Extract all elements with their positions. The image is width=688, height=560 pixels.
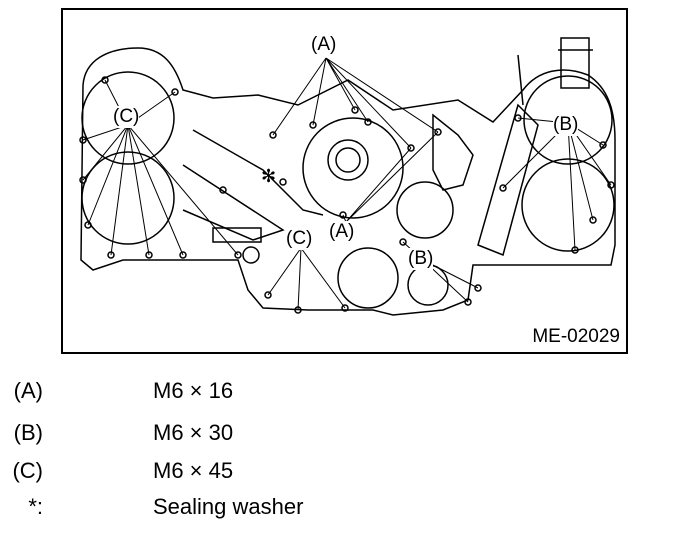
legend-row: (C) M6 × 45	[0, 458, 600, 488]
legend-value: M6 × 16	[153, 378, 234, 403]
callout-c-lower: (C)	[286, 228, 313, 250]
legend-row: (A) M6 × 16	[0, 378, 600, 408]
legend-key: *:	[28, 494, 43, 519]
callout-c-left: (C)	[113, 106, 140, 128]
cover-outline	[80, 47, 616, 316]
legend-key: (C)	[12, 458, 43, 483]
figure-id: ME-02029	[532, 326, 620, 347]
callout-a-center: (A)	[329, 221, 355, 243]
left-cam-circle	[81, 71, 175, 165]
crank-circle	[302, 117, 404, 219]
legend-key: (B)	[13, 420, 43, 445]
legend-value: M6 × 30	[153, 420, 234, 445]
legend-value: Sealing washer	[153, 494, 304, 519]
legend-row: *: Sealing washer	[0, 494, 600, 524]
callout-b-right: (B)	[553, 114, 579, 136]
callout-b-lower: (B)	[408, 248, 434, 270]
timing-belt-cover-diagram: (A) (A) (B) (B) (C) (C) ✻ ME-02029	[61, 8, 628, 354]
diagram-drawing	[79, 37, 616, 316]
legend-row: (B) M6 × 30	[0, 420, 600, 450]
legend-key: (A)	[13, 378, 43, 403]
callout-a-top: (A)	[311, 34, 337, 55]
right-cam-circle	[523, 75, 613, 165]
legend-value: M6 × 45	[153, 458, 234, 483]
sealing-washer-marker: ✻	[261, 166, 277, 186]
